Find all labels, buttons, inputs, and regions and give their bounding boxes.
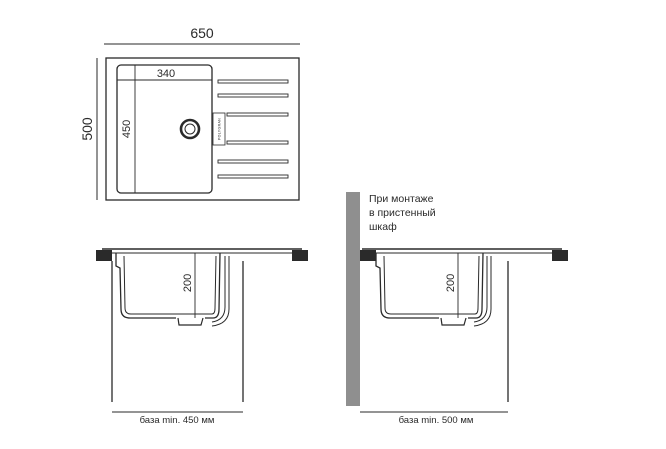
drainboard-grooves [217, 79, 289, 179]
bowl-width-label: 340 [157, 68, 175, 80]
wall [346, 192, 360, 406]
install-note-line-3: шкаф [369, 221, 397, 233]
height-label: 500 [79, 117, 95, 141]
overflow-pipe-icon [211, 256, 230, 327]
countertop-right-end [292, 250, 308, 261]
sink-outline [105, 57, 300, 201]
bowl-height-label: 450 [121, 120, 133, 138]
bowl-profile-outer [115, 252, 221, 319]
width-label: 650 [190, 25, 214, 41]
overflow-pipe-icon [473, 256, 492, 327]
drain-outlet-icon [440, 317, 467, 326]
countertop-wall-end [360, 250, 376, 261]
countertop-left-end [96, 250, 112, 261]
drain-inner-icon [184, 123, 196, 135]
bowl-profile-outer [375, 252, 484, 319]
drain-icon [179, 118, 201, 140]
side-view-left: 200 база min. 450 мм [96, 248, 308, 426]
bowl-outline [116, 64, 213, 194]
countertop-right-end [552, 250, 568, 261]
depth-label: 200 [182, 274, 194, 292]
depth-label: 200 [445, 274, 457, 292]
bowl-profile-inner [383, 255, 480, 315]
brand-text: POLYGRAN [218, 118, 222, 140]
bowl-profile-inner [123, 255, 217, 315]
top-view: 650 500 340 450 POLYGRAN [79, 25, 300, 201]
drain-outlet-icon [177, 317, 204, 326]
side-view-right: При монтаже в пристенный шкаф 200 база m… [346, 192, 568, 426]
base-label: база min. 450 мм [140, 415, 215, 426]
install-note-line-1: При монтаже [369, 193, 434, 205]
install-note-line-2: в пристенный [369, 207, 436, 219]
brand-plate [212, 112, 226, 146]
base-label: база min. 500 мм [399, 415, 474, 426]
